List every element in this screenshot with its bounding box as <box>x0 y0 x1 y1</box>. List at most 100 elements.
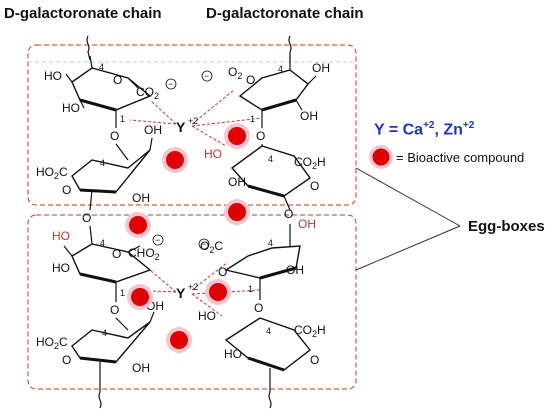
atom-o-ring-l2: O <box>62 183 71 197</box>
pos-4-l3: 4 <box>100 238 105 248</box>
atom-o-ring-l4: O <box>62 353 71 367</box>
legend-bioactive-dot <box>372 148 390 166</box>
atom-co2h-r2: CO2H <box>294 155 326 171</box>
pos-4-l2: 4 <box>100 158 105 168</box>
atom-o-link-r1: O <box>256 129 265 143</box>
pos-4-r1: 4 <box>278 64 283 74</box>
atom-ho-l1b: HO <box>62 101 80 115</box>
egg-boxes-label: Egg-boxes <box>468 218 545 235</box>
chain-title-left: D-galactoronate chain <box>4 5 162 22</box>
charge-minus-bottom-2-ring <box>198 238 210 250</box>
bond-l1-top <box>89 55 93 69</box>
bioactive-dot-7 <box>170 331 188 349</box>
egg-box-frame-bottom <box>27 214 357 390</box>
atom-o-ring-r2: O <box>310 179 319 193</box>
bond-l4-top <box>115 317 129 331</box>
pos-4-l1: 4 <box>99 62 104 72</box>
charge-minus-bottom-1-ring <box>152 234 164 246</box>
bioactive-dot-3 <box>228 203 246 221</box>
ring-left-4 <box>71 321 151 364</box>
chain-end-right-bottom <box>268 391 272 409</box>
y-ion-top: Y <box>176 119 186 135</box>
bioactive-dot-5 <box>131 288 149 306</box>
atom-oh-r1: OH <box>312 61 330 75</box>
charge-minus-top-2: − <box>204 71 209 81</box>
pos-4-r2: 4 <box>268 154 273 164</box>
bioactive-dot-6 <box>209 283 227 301</box>
bond-l1-co2 <box>127 77 139 89</box>
coordination-bonds-top <box>129 89 263 147</box>
bond-r1-ohb <box>295 99 303 111</box>
atom-o-link-l1: O <box>110 129 119 143</box>
bond-l2-oh <box>149 137 153 151</box>
atom-oh-r3: OH <box>286 263 304 277</box>
bond-l1-ho <box>79 99 85 109</box>
atom-o-link-r2: O <box>284 207 293 221</box>
atom-o-link-l3: O <box>110 303 119 317</box>
atom-ho2c-l4: HO2C <box>36 335 68 351</box>
atom-o-ring-r3: O <box>218 265 227 279</box>
egg-box-frame-top <box>27 44 357 206</box>
atom-o2c-r3: O2C <box>200 239 223 255</box>
ion-legend: Y = Ca+2, Zn+2 <box>374 120 475 139</box>
pos-1-r3: 1 <box>248 284 253 294</box>
bond-l4-oh <box>149 311 155 323</box>
atom-ho-r4: HO <box>198 309 216 323</box>
bond-l2-o-link <box>89 189 93 211</box>
bond-l1-oh <box>65 73 73 83</box>
atom-oh-l4b: OH <box>132 361 150 375</box>
atom-o-link-l2: O <box>82 211 91 225</box>
chain-end-right-top <box>288 35 292 60</box>
bond-r1-oh <box>307 75 317 85</box>
pos-4-l4: 4 <box>102 328 107 338</box>
bond-r2-o-link <box>283 195 291 211</box>
atom-ho-l3: HO <box>52 261 70 275</box>
atom-o2-r1: O2 <box>228 65 242 81</box>
chain-end-left-bottom <box>98 391 102 409</box>
pos-4-r4: 4 <box>266 326 271 336</box>
atom-cho2-l3: CHO2 <box>128 246 160 262</box>
bond-l3-cho2 <box>127 245 141 253</box>
y-ion-top-charge: +2 <box>188 116 198 126</box>
charge-minus-bottom-2: − <box>201 239 206 249</box>
atom-ho-l1: HO <box>44 69 62 83</box>
bioactive-legend-label: = Bioactive compound <box>396 150 525 165</box>
pointer-line-top <box>355 167 461 227</box>
atom-co2-l1: CO2 <box>136 85 159 101</box>
charge-minus-bottom-1: − <box>155 235 160 245</box>
charge-minus-top-1: − <box>168 79 173 89</box>
bioactive-dot-1 <box>228 127 246 145</box>
bond-l2-top <box>115 143 129 161</box>
bond-l3-oh <box>63 245 73 257</box>
chain-title-right: D-galactoronate chain <box>206 5 364 22</box>
pos-4-r3: 4 <box>268 238 273 248</box>
pos-1-l1: 1 <box>120 114 125 124</box>
atom-o-ring-r1: O <box>246 73 255 87</box>
y-ion-bottom: Y <box>176 285 186 301</box>
chain-end-left-top <box>86 35 91 61</box>
coordination-bonds-bottom <box>129 261 261 317</box>
bond-l3-top <box>89 225 93 245</box>
atom-co2h-r4: CO2H <box>294 323 326 339</box>
charge-minus-top-2-ring <box>201 70 213 82</box>
atom-ho-r2-red: HO <box>204 147 222 161</box>
atom-oh-r2: OH <box>228 175 246 189</box>
atom-o-ring-r4: O <box>310 353 319 367</box>
atom-ho-r4b: HO <box>224 347 242 361</box>
atom-oh-l2: OH <box>144 123 162 137</box>
atom-ho-l3-red: HO <box>52 229 70 243</box>
pos-1-l3: 1 <box>120 288 125 298</box>
atom-o-ring-l1: O <box>113 73 122 87</box>
bioactive-dot-2 <box>166 151 184 169</box>
bioactive-dots <box>125 123 393 353</box>
ring-left-2 <box>71 149 151 194</box>
pointer-line-bottom <box>355 225 461 271</box>
atom-oh-r1b: OH <box>300 109 318 123</box>
charge-minus-top-1-ring <box>165 78 177 90</box>
atom-o-link-r3: O <box>254 301 263 315</box>
ring-right-4 <box>224 317 311 372</box>
atom-o-ring-l3: O <box>112 247 121 261</box>
bioactive-dot-4 <box>129 216 147 234</box>
atom-oh-l2b: OH <box>132 191 150 205</box>
